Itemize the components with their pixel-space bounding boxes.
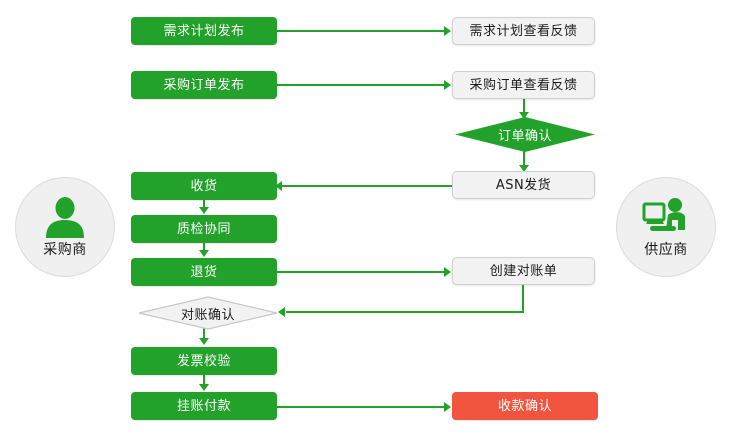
- node-quality-collab[interactable]: 质检协同: [131, 215, 277, 243]
- node-label: 发票校验: [176, 353, 231, 369]
- edge-quality-to-return: [203, 243, 205, 252]
- edge-demand-plan: [277, 30, 444, 32]
- node-label: 挂账付款: [176, 398, 231, 414]
- node-demand-plan-publish[interactable]: 需求计划发布: [131, 17, 277, 45]
- node-return-goods[interactable]: 退货: [131, 258, 277, 286]
- edge-po-to-order-confirm-arrow: [519, 112, 529, 119]
- node-goods-receipt[interactable]: 收货: [131, 172, 277, 200]
- node-po-feedback[interactable]: 采购订单查看反馈: [452, 71, 595, 99]
- node-payable-payment[interactable]: 挂账付款: [131, 392, 277, 420]
- edge-po-publish-arrow: [444, 80, 451, 90]
- edge-return-to-statement-arrow: [444, 267, 451, 277]
- edge-payment-to-receipt-confirm: [277, 406, 444, 408]
- node-label: 退货: [190, 264, 218, 280]
- node-label: 需求计划发布: [163, 23, 245, 39]
- node-order-confirm[interactable]: 订单确认: [455, 117, 595, 152]
- edge-confirm-to-invoice: [203, 328, 205, 339]
- diamond-shape: [455, 117, 595, 152]
- edge-return-to-statement: [277, 271, 444, 273]
- node-label: 创建对账单: [489, 263, 558, 279]
- node-label: 收货: [190, 178, 218, 194]
- actor-supplier[interactable]: 供应商: [616, 177, 716, 277]
- edge-receipt-to-quality-arrow: [199, 207, 209, 214]
- edge-confirm-to-invoice-arrow: [199, 338, 209, 345]
- edge-po-publish: [277, 84, 444, 86]
- diamond-shape: [138, 296, 278, 330]
- node-po-publish[interactable]: 采购订单发布: [131, 71, 277, 99]
- person-icon: [46, 196, 84, 238]
- edge-asn-to-receipt-arrow: [275, 181, 282, 191]
- node-label: ASN发货: [495, 177, 552, 193]
- edge-receipt-to-quality: [203, 200, 205, 209]
- node-label: 对账确认: [180, 307, 235, 323]
- edge-invoice-to-payment-arrow: [199, 384, 209, 391]
- edge-statement-to-confirm: [286, 311, 524, 313]
- node-receipt-confirm[interactable]: 收款确认: [452, 392, 598, 420]
- edge-statement-to-confirm-arrow: [278, 307, 285, 317]
- actor-buyer[interactable]: 采购商: [15, 177, 115, 277]
- node-asn-shipment[interactable]: ASN发货: [452, 171, 595, 199]
- edge-statement-down: [522, 285, 524, 313]
- edge-asn-to-receipt: [282, 185, 452, 187]
- node-label: 采购订单发布: [163, 77, 245, 93]
- edge-invoice-to-payment: [203, 375, 205, 385]
- edge-po-to-order-confirm: [523, 99, 525, 117]
- edge-demand-plan-arrow: [444, 26, 451, 36]
- node-demand-plan-feedback[interactable]: 需求计划查看反馈: [452, 17, 595, 45]
- node-label: 采购订单查看反馈: [469, 77, 578, 93]
- actor-label: 采购商: [43, 241, 87, 258]
- node-label: 订单确认: [497, 129, 552, 144]
- edge-quality-to-return-arrow: [199, 250, 209, 257]
- node-label: 质检协同: [176, 221, 231, 237]
- node-label: 需求计划查看反馈: [469, 23, 578, 39]
- node-create-statement[interactable]: 创建对账单: [452, 257, 595, 285]
- node-invoice-verify[interactable]: 发票校验: [131, 347, 277, 375]
- person-at-computer-icon: [642, 197, 685, 231]
- actor-label: 供应商: [644, 241, 688, 258]
- node-label: 收款确认: [497, 398, 552, 414]
- edge-payment-to-receipt-confirm-arrow: [444, 402, 451, 412]
- node-statement-confirm[interactable]: 对账确认: [138, 296, 278, 330]
- edge-order-confirm-to-asn: [523, 150, 525, 170]
- edge-order-confirm-to-asn-arrow: [519, 165, 529, 172]
